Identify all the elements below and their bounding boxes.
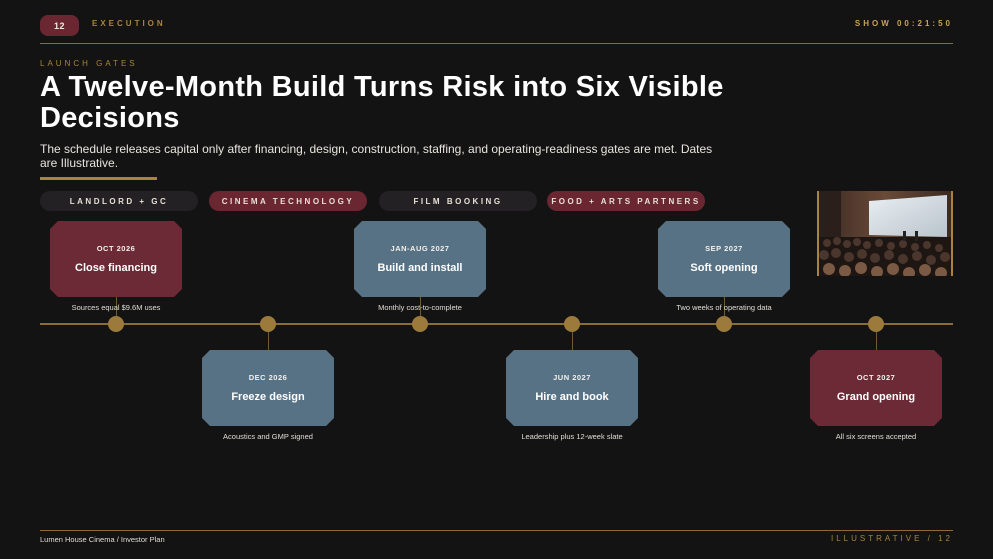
footer-page-marker: ILLUSTRATIVE / 12 bbox=[831, 534, 953, 543]
milestone-stem bbox=[419, 297, 421, 318]
milestone-card-close-financing: OCT 2026 Close financing bbox=[50, 221, 182, 297]
timeline-axis bbox=[40, 323, 953, 325]
milestone-card-build-and-install: JAN-AUG 2027 Build and install bbox=[354, 221, 486, 297]
milestone-date: DEC 2026 bbox=[248, 373, 288, 382]
milestone-name: Close financing bbox=[75, 262, 157, 274]
kicker-label: LAUNCH GATES bbox=[40, 59, 138, 68]
milestone-stem bbox=[723, 297, 725, 318]
accent-bar bbox=[40, 177, 157, 180]
section-label: EXECUTION bbox=[92, 19, 166, 28]
milestone-name: Grand opening bbox=[836, 391, 916, 403]
milestone-stem bbox=[875, 330, 877, 350]
cinema-audience-illustration bbox=[819, 191, 951, 276]
page-title: A Twelve-Month Build Turns Risk into Six… bbox=[40, 71, 724, 134]
cinema-audience-photo bbox=[817, 191, 953, 276]
footer-divider bbox=[40, 530, 953, 531]
milestone-stem bbox=[571, 330, 573, 350]
milestone-date: JAN-AUG 2027 bbox=[390, 244, 450, 253]
page-subtitle: The schedule releases capital only after… bbox=[40, 142, 713, 170]
milestone-card-freeze-design: DEC 2026 Freeze design bbox=[202, 350, 334, 426]
milestone-name: Freeze design bbox=[231, 391, 305, 403]
timeline-dot bbox=[868, 316, 884, 332]
milestone-note: Monthly cost-to-complete bbox=[378, 303, 462, 312]
milestone-name: Soft opening bbox=[690, 262, 758, 274]
milestone-note: All six screens accepted bbox=[835, 432, 917, 441]
milestone-date: OCT 2027 bbox=[856, 373, 896, 382]
milestone-name: Build and install bbox=[377, 262, 463, 274]
milestone-stem bbox=[115, 297, 117, 318]
footer-deck-title: Lumen House Cinema / Investor Plan bbox=[40, 535, 165, 544]
category-pill-landlord-gc: LANDLORD + GC bbox=[40, 191, 198, 211]
show-timer: SHOW 00:21:50 bbox=[854, 19, 953, 28]
milestone-stem bbox=[267, 330, 269, 350]
milestone-card-hire-and-book: JUN 2027 Hire and book bbox=[506, 350, 638, 426]
timeline-dot bbox=[412, 316, 428, 332]
timeline-dot bbox=[564, 316, 580, 332]
timeline-dot bbox=[108, 316, 124, 332]
milestone-date: SEP 2027 bbox=[705, 244, 743, 253]
timeline-dot bbox=[260, 316, 276, 332]
milestone-date: OCT 2026 bbox=[96, 244, 136, 253]
category-pill-cinema-technology: CINEMA TECHNOLOGY bbox=[209, 191, 367, 211]
milestone-note: Two weeks of operating data bbox=[676, 303, 772, 312]
milestone-card-soft-opening: SEP 2027 Soft opening bbox=[658, 221, 790, 297]
milestone-note: Leadership plus 12-week slate bbox=[521, 432, 623, 441]
milestone-card-grand-opening: OCT 2027 Grand opening bbox=[810, 350, 942, 426]
header-divider bbox=[40, 43, 953, 44]
milestone-date: JUN 2027 bbox=[553, 373, 591, 382]
milestone-note: Sources equal $9.6M uses bbox=[71, 303, 161, 312]
milestone-note: Acoustics and GMP signed bbox=[223, 432, 313, 441]
category-pill-film-booking: FILM BOOKING bbox=[379, 191, 537, 211]
timeline-dot bbox=[716, 316, 732, 332]
slide-number-badge: 12 bbox=[40, 15, 79, 36]
milestone-name: Hire and book bbox=[535, 391, 609, 403]
category-pill-food-arts-partners: FOOD + ARTS PARTNERS bbox=[547, 191, 705, 211]
